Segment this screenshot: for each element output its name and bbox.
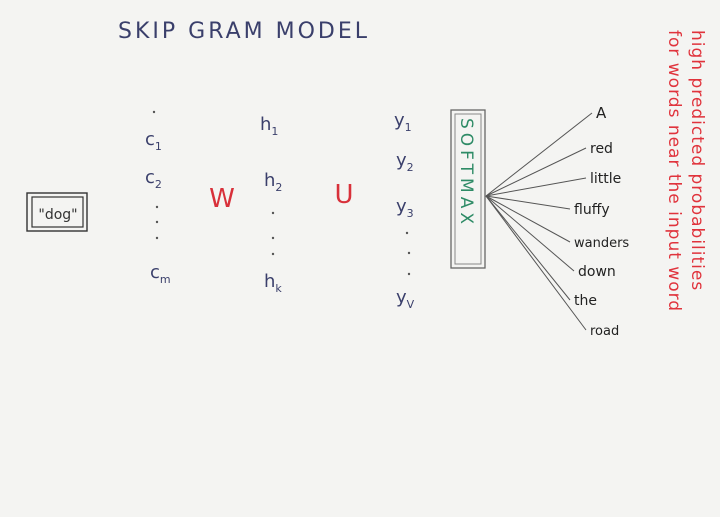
context-node: cm xyxy=(150,262,171,286)
predicted-word: road xyxy=(590,324,619,339)
output-node: y1 xyxy=(394,110,412,134)
softmax-box-inner xyxy=(454,113,482,265)
predicted-word: the xyxy=(574,293,597,309)
input-box-outer xyxy=(26,192,88,232)
ellipsis-dot xyxy=(405,231,409,235)
predicted-word: down xyxy=(578,264,616,280)
output-node: yV xyxy=(396,287,415,311)
hidden-layer: h1 h2 hk xyxy=(260,114,282,295)
ellipsis-dot xyxy=(407,251,411,255)
connector-line xyxy=(485,195,571,243)
context-node: c1 xyxy=(145,129,162,153)
context-node: c2 xyxy=(145,167,162,191)
ellipsis-dot xyxy=(155,205,159,209)
input-word-box: "dog" xyxy=(26,192,88,232)
connector-line xyxy=(485,195,575,272)
softmax-connectors xyxy=(485,112,593,331)
input-word: "dog" xyxy=(38,207,77,223)
hidden-node: h1 xyxy=(260,114,278,138)
connector-line xyxy=(485,195,571,301)
output-node: y3 xyxy=(396,196,414,220)
ellipsis-dot xyxy=(271,252,275,256)
connector-line xyxy=(485,195,571,210)
side-note-line: for words near the input word xyxy=(664,30,684,312)
ellipsis-dot xyxy=(155,236,159,240)
ellipsis-dot xyxy=(407,272,411,276)
predicted-word: wanders xyxy=(574,236,629,251)
predicted-word: red xyxy=(590,141,613,157)
ellipsis-dot xyxy=(271,236,275,240)
connector-line xyxy=(485,177,587,197)
context-layer: c1 c2 cm xyxy=(145,110,171,286)
input-box-inner xyxy=(31,196,84,228)
weight-matrix-u: U xyxy=(334,180,353,210)
output-node: y2 xyxy=(396,150,414,174)
side-note-line: high predicted probabilities xyxy=(687,30,707,291)
output-layer: y1 y2 y3 yV xyxy=(394,110,415,311)
connector-line xyxy=(485,195,587,331)
connector-line xyxy=(485,112,593,197)
ellipsis-dot xyxy=(152,110,156,114)
softmax-box-outer xyxy=(450,109,486,269)
weight-matrix-w: W xyxy=(209,184,235,214)
predicted-words: A red little fluffy wanders down the roa… xyxy=(574,104,629,339)
hidden-node: h2 xyxy=(264,170,282,194)
predicted-word: little xyxy=(590,171,621,187)
ellipsis-dot xyxy=(271,211,275,215)
ellipsis-dot xyxy=(155,220,159,224)
hidden-node: hk xyxy=(264,271,282,295)
predicted-word: A xyxy=(596,104,607,122)
diagram-title: SKIP GRAM MODEL xyxy=(118,19,370,44)
connector-line xyxy=(485,147,587,197)
softmax-label: SOFTMAX xyxy=(456,118,476,228)
softmax-box: SOFTMAX xyxy=(450,109,486,269)
side-note: high predicted probabilities for words n… xyxy=(664,30,707,312)
predicted-word: fluffy xyxy=(574,202,610,218)
